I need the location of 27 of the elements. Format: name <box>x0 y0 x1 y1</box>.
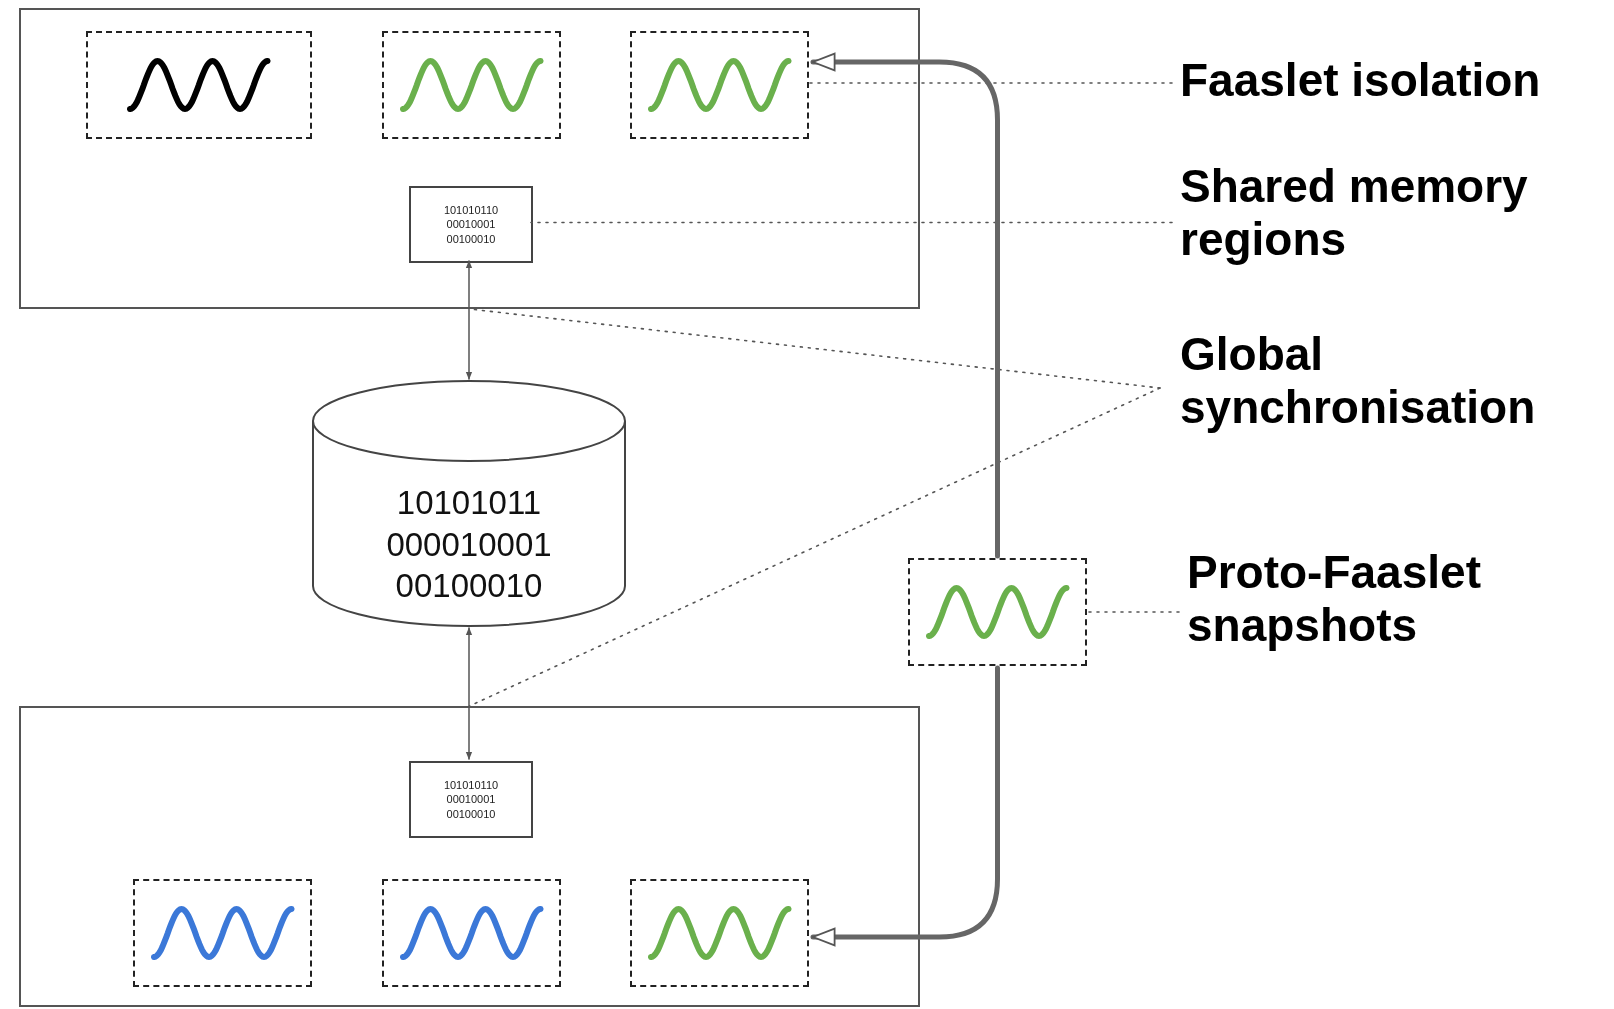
arrow <box>465 260 473 380</box>
callout-label-text: Faaslet isolation <box>1180 54 1541 107</box>
leader-line <box>468 387 1161 707</box>
faaslet-box <box>630 31 809 139</box>
leader-line <box>806 82 1173 84</box>
arrow <box>465 627 473 760</box>
data-bits: 10101011 000010001 00100010 <box>385 483 553 606</box>
flow-arrow <box>810 665 1000 947</box>
faaslet-box <box>908 558 1087 666</box>
host-box <box>19 706 920 1007</box>
memory-region-box <box>409 186 533 263</box>
database-cylinder <box>311 379 627 628</box>
faaslet-box <box>86 31 312 139</box>
faaslet-box <box>630 879 809 987</box>
leader-line <box>1086 611 1180 613</box>
memory-bits: 101010110 00010001 00100010 <box>442 203 500 246</box>
faaslet-box <box>133 879 312 987</box>
callout-label-text: Shared memory regions <box>1180 160 1529 266</box>
callout-label-text: Proto-Faaslet snapshots <box>1187 546 1482 652</box>
faaslet-box <box>382 879 561 987</box>
callout-label-text: Global synchronisation <box>1180 328 1537 434</box>
memory-bits: 101010110 00010001 00100010 <box>442 778 500 821</box>
leader-line <box>530 221 1173 224</box>
memory-region-box <box>409 761 533 838</box>
host-box <box>19 8 920 309</box>
flow-arrow <box>810 52 1000 559</box>
faaslet-box <box>382 31 561 139</box>
